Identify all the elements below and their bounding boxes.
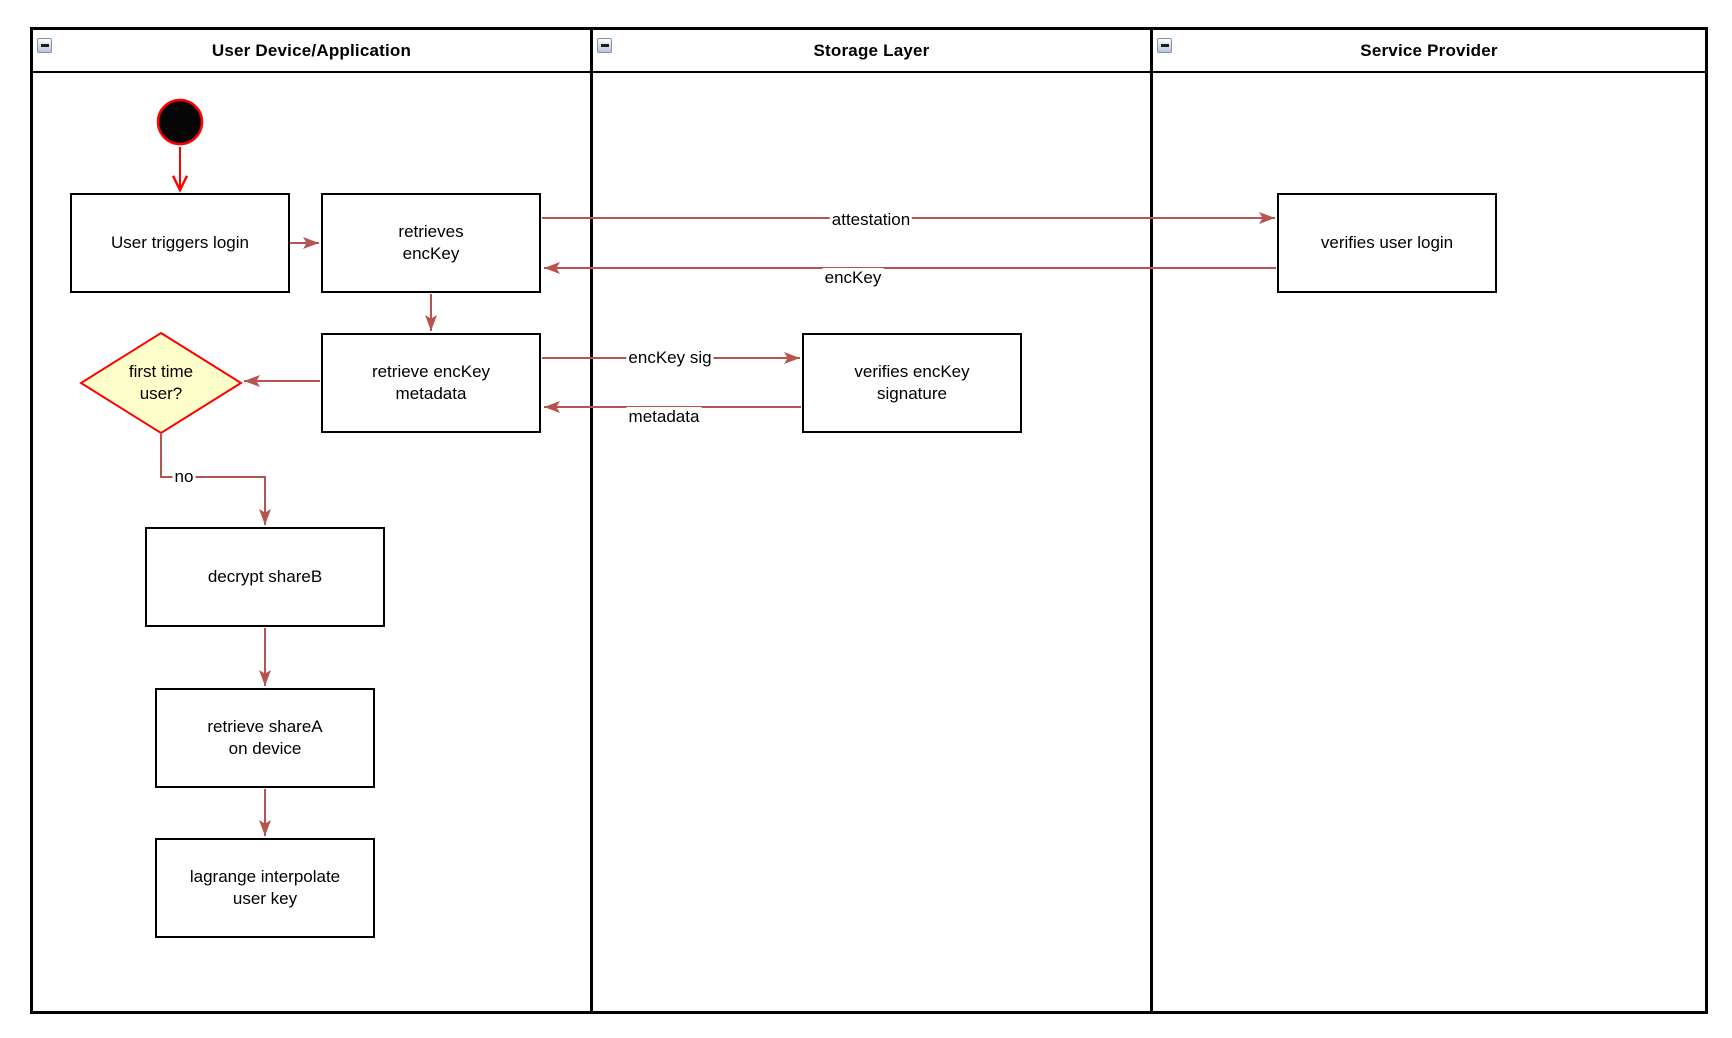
lane-title: Service Provider bbox=[1360, 40, 1498, 60]
node-retrieve-sharea-on-device[interactable]: retrieve shareA on device bbox=[155, 688, 375, 788]
node-retrieves-enckey[interactable]: retrieves encKey bbox=[321, 193, 541, 293]
lane-storage-layer: Storage Layer bbox=[590, 30, 1150, 1011]
node-lagrange-interpolate-user-key[interactable]: lagrange interpolate user key bbox=[155, 838, 375, 938]
lane-title: Storage Layer bbox=[813, 40, 930, 60]
node-verifies-user-login[interactable]: verifies user login bbox=[1277, 193, 1497, 293]
edge-label-attestation[interactable]: attestation bbox=[829, 210, 913, 230]
lane-header: Service Provider bbox=[1153, 30, 1705, 73]
lane-user-device: User Device/Application bbox=[33, 30, 590, 1011]
edge-label-metadata[interactable]: metadata bbox=[626, 407, 702, 427]
node-retrieve-enckey-metadata[interactable]: retrieve encKey metadata bbox=[321, 333, 541, 433]
minus-icon bbox=[1160, 44, 1169, 47]
collapse-lane-button[interactable] bbox=[37, 38, 52, 53]
collapse-lane-button[interactable] bbox=[1157, 38, 1172, 53]
start-node[interactable] bbox=[156, 98, 204, 146]
minus-icon bbox=[600, 44, 609, 47]
minus-icon bbox=[40, 44, 49, 47]
decision-label-first-time-user: first time user? bbox=[128, 361, 194, 403]
decision-diamond[interactable] bbox=[79, 331, 243, 435]
lane-header: User Device/Application bbox=[33, 30, 590, 73]
edge-label-no[interactable]: no bbox=[172, 467, 196, 487]
edge-decision-no[interactable] bbox=[160, 434, 271, 525]
node-verifies-enckey-signature[interactable]: verifies encKey signature bbox=[802, 333, 1022, 433]
swimlane-pool: User Device/Application Storage Layer Se… bbox=[30, 27, 1708, 1014]
lane-service-provider: Service Provider bbox=[1150, 30, 1705, 1011]
edge-label-enckey[interactable]: encKey bbox=[822, 268, 884, 288]
edge-label-enckey-sig[interactable]: encKey sig bbox=[626, 348, 714, 368]
node-decrypt-shareb[interactable]: decrypt shareB bbox=[145, 527, 385, 627]
lane-title: User Device/Application bbox=[211, 40, 412, 60]
node-user-triggers-login[interactable]: User triggers login bbox=[70, 193, 290, 293]
collapse-lane-button[interactable] bbox=[597, 38, 612, 53]
lane-header: Storage Layer bbox=[593, 30, 1150, 73]
